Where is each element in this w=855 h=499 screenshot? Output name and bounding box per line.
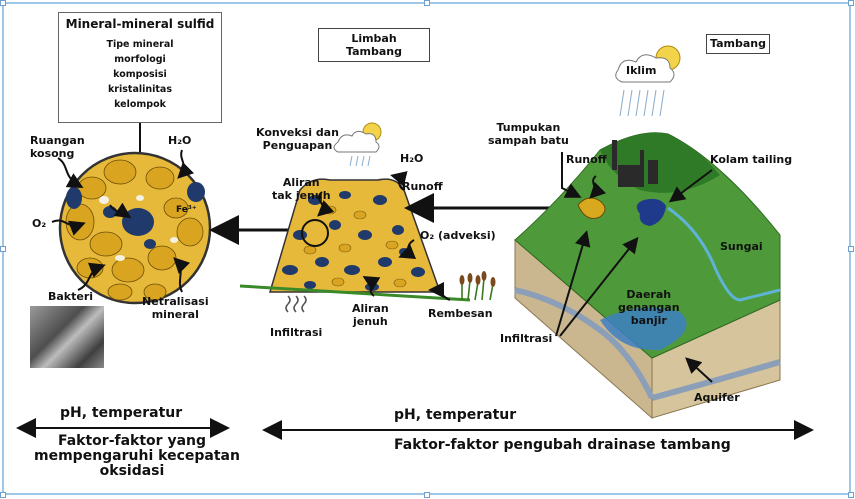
o2-adveksi-arrow xyxy=(398,239,417,259)
tumpukan-arrow xyxy=(561,152,582,198)
mineral-property-item: komposisi xyxy=(113,69,167,80)
runoff-right-arrow xyxy=(589,175,607,199)
label-tambang: Tambang xyxy=(706,34,770,54)
infiltrasi-right-arrow-2 xyxy=(559,236,639,337)
waste-rock-pile xyxy=(239,178,471,302)
label-bakteri: Bakteri xyxy=(48,290,94,303)
mineral-property-item: kristalinitas xyxy=(107,84,172,95)
label-h2o-mid: H₂O xyxy=(400,152,424,165)
sun-cloud-mid-icon xyxy=(333,122,382,167)
label-infiltrasi-mid: Infiltrasi xyxy=(270,326,323,339)
rembesan-arrow xyxy=(428,282,451,301)
resize-handle-top-center[interactable] xyxy=(424,0,430,6)
mineral-info-box: Mineral-mineral sulfid Tipe mineral morfo… xyxy=(58,12,222,123)
kolam-tailing-arrow xyxy=(668,169,713,203)
label-iklim: Iklim xyxy=(626,64,657,77)
label-rembesan: Rembesan xyxy=(428,307,493,320)
bacteria-micrograph xyxy=(30,306,104,368)
resize-handle-top-left[interactable] xyxy=(0,0,6,6)
resize-handle-bottom-right[interactable] xyxy=(848,492,854,498)
inner-arrow xyxy=(109,202,132,219)
h2o-left-arrow xyxy=(177,149,195,179)
factor-right-bottom: Faktor-faktor pengubah drainase tambang xyxy=(394,437,731,453)
infiltrasi-right-arrow-1 xyxy=(555,230,591,337)
label-sungai: Sungai xyxy=(720,240,763,253)
label-o2-left: O₂ xyxy=(32,217,47,230)
mine-landscape xyxy=(514,132,781,420)
runoff-mid-arrow xyxy=(390,171,408,191)
label-kolam-tailing: Kolam tailing xyxy=(710,153,793,166)
sun-cloud-right-icon xyxy=(615,45,681,117)
label-fe: Fe³⁺ xyxy=(176,205,197,215)
factor-left-top: pH, temperatur xyxy=(60,405,183,421)
label-runoff-mid: Runoff xyxy=(402,180,443,193)
netralisasi-arrow xyxy=(173,257,191,293)
resize-handle-middle-right[interactable] xyxy=(848,246,854,252)
pore-scale-circle xyxy=(58,151,212,305)
ruangan-kosong-arrow xyxy=(57,157,84,188)
o2-left-arrow xyxy=(51,219,86,236)
resize-handle-middle-left[interactable] xyxy=(0,246,6,252)
mineral-property-list: Tipe mineral morfologi komposisi kristalini… xyxy=(59,37,221,112)
mineral-property-item: Tipe mineral xyxy=(106,39,174,50)
resize-handle-bottom-center[interactable] xyxy=(424,492,430,498)
label-infiltrasi-right: Infiltrasi xyxy=(500,332,553,345)
label-runoff-right: Runoff xyxy=(566,153,607,166)
label-h2o-left: H₂O xyxy=(168,134,192,147)
infiltrasi-squiggles xyxy=(285,295,307,313)
bakteri-arrow xyxy=(77,262,106,291)
resize-handle-bottom-left[interactable] xyxy=(0,492,6,498)
resize-handle-top-right[interactable] xyxy=(848,0,854,6)
aliran-tak-jenuh-arrow xyxy=(317,191,335,217)
aliran-jenuh-arrow xyxy=(362,275,381,297)
aquifer-arrow xyxy=(685,357,713,383)
label-aquifer: Aquifer xyxy=(694,391,740,404)
mineral-box-title: Mineral-mineral sulfid xyxy=(65,17,215,31)
mineral-property-item: kelompok xyxy=(114,99,166,110)
label-o2-adveksi: O₂ (adveksi) xyxy=(420,229,496,242)
factor-right-top: pH, temperatur xyxy=(394,407,517,423)
mineral-property-item: morfologi xyxy=(114,54,166,65)
